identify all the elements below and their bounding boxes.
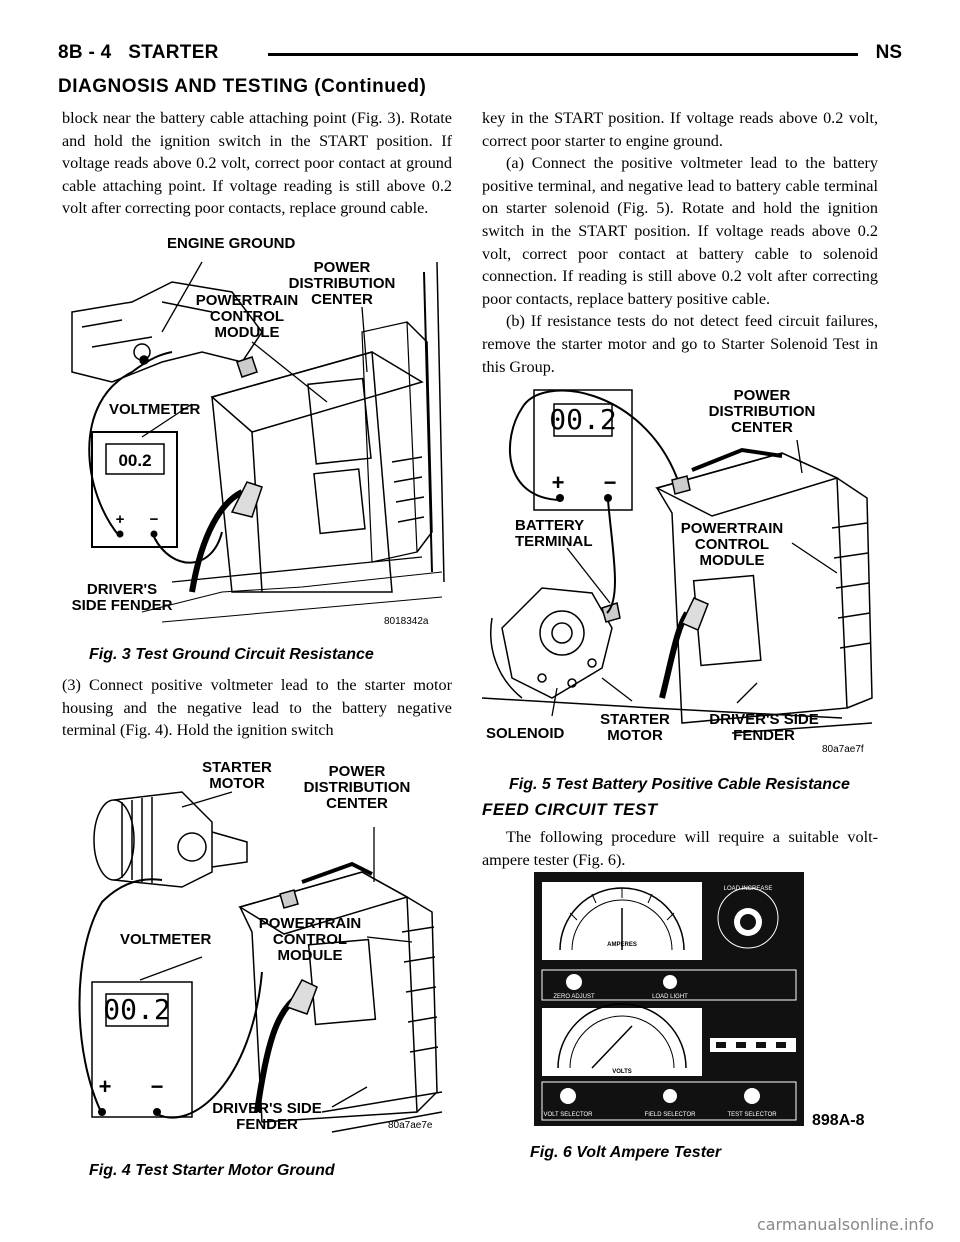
feed-circuit-text: The following procedure will require a s… <box>482 828 878 869</box>
figure-4: 00.2 + − STARTER MOTOR POWER DISTRIBUTIO… <box>62 752 450 1152</box>
fig4-code: 80a7ae7e <box>388 1120 433 1131</box>
fig4-label-fender-1: DRIVER'S SIDE <box>212 1100 321 1117</box>
figure-3-illustration: 00.2 + − ENGINE GROUND POWER DISTRIBUTIO… <box>71 235 445 627</box>
fig5-label-pcm-3: MODULE <box>700 552 765 569</box>
figure-5: 00.2 + − POWER DISTRIBUTION CENTER BATTE… <box>482 378 878 758</box>
fig5-label-pcm-1: POWERTRAIN <box>681 520 784 537</box>
fig3-label-engine-ground: ENGINE GROUND <box>167 235 296 252</box>
fig6-zero-adjust-label: ZERO ADJUST <box>553 994 595 1000</box>
fig3-label-fender-2: SIDE FENDER <box>72 597 173 614</box>
fig5-minus-label: − <box>604 470 617 495</box>
figure-5-caption: Fig. 5 Test Battery Positive Cable Resis… <box>509 776 850 793</box>
fig4-label-pcm-1: POWERTRAIN <box>259 915 362 932</box>
fig4-minus-label: − <box>151 1074 164 1099</box>
fig5-label-starter-2: MOTOR <box>607 727 663 744</box>
right-column: key in the START position. If voltage re… <box>482 107 878 378</box>
fig5-label-solenoid: SOLENOID <box>486 725 565 742</box>
fig4-label-pdc-1: POWER <box>329 763 386 780</box>
fig6-test-selector-label: TEST SELECTOR <box>727 1112 777 1118</box>
fig6-volts-label: VOLTS <box>612 1069 632 1075</box>
header-model: NS <box>875 42 902 63</box>
figure-6-illustration: AMPERES LOAD INCREASE ZERO ADJUST LOAD L… <box>534 872 865 1129</box>
fig5-label-starter-1: STARTER <box>600 711 670 728</box>
fig3-label-fender-1: DRIVER'S <box>87 581 157 598</box>
fig4-label-pdc-3: CENTER <box>326 795 388 812</box>
right-paragraph-2: (a) Connect the positive voltmeter lead … <box>482 154 878 308</box>
right-paragraph-1: key in the START position. If voltage re… <box>482 109 878 150</box>
fig3-label-voltmeter: VOLTMETER <box>109 401 201 418</box>
fig4-plus-label: + <box>99 1074 112 1099</box>
figure-3-caption: Fig. 3 Test Ground Circuit Resistance <box>89 646 374 663</box>
fig5-label-pdc-2: DISTRIBUTION <box>709 403 816 420</box>
left-paragraph-2: (3) Connect positive voltmeter lead to t… <box>62 676 452 740</box>
fig5-reading: 00.2 <box>549 403 616 436</box>
fig4-label-pcm-3: MODULE <box>278 947 343 964</box>
fig5-voltmeter: 00.2 + − <box>533 389 633 511</box>
fig6-volt-selector-label: VOLT SELECTOR <box>543 1112 593 1118</box>
fig3-label-pdc-1: POWER <box>314 259 371 276</box>
figure-4-caption: Fig. 4 Test Starter Motor Ground <box>89 1162 335 1179</box>
fig4-reading: 00.2 <box>103 993 170 1026</box>
fig6-amperes-label: AMPERES <box>607 942 637 948</box>
fig3-label-pcm-3: MODULE <box>215 324 280 341</box>
feed-circuit-heading: FEED CIRCUIT TEST <box>482 800 658 819</box>
fig5-label-fender-2: FENDER <box>733 727 795 744</box>
fig4-label-starter-1: STARTER <box>202 759 272 776</box>
fig6-load-increase-label: LOAD INCREASE <box>724 886 773 892</box>
fig3-label-pdc-3: CENTER <box>311 291 373 308</box>
figure-4-illustration: 00.2 + − STARTER MOTOR POWER DISTRIBUTIO… <box>78 759 443 1133</box>
header-rule <box>268 53 858 56</box>
fig3-minus-label: − <box>150 511 159 528</box>
fig5-label-pdc-1: POWER <box>734 387 791 404</box>
right-paragraph-3: (b) If resistance tests do not detect fe… <box>482 312 878 376</box>
fig5-label-pdc-3: CENTER <box>731 419 793 436</box>
figure-3: 00.2 + − ENGINE GROUND POWER DISTRIBUTIO… <box>62 232 450 632</box>
fig3-reading: 00.2 <box>118 451 151 470</box>
fig5-plus-label: + <box>552 470 565 495</box>
fig3-label-pdc-2: DISTRIBUTION <box>289 275 396 292</box>
fig5-label-pcm-2: CONTROL <box>695 536 769 553</box>
fig4-label-starter-2: MOTOR <box>209 775 265 792</box>
fig3-label-pcm-2: CONTROL <box>210 308 284 325</box>
fig5-label-fender-1: DRIVER'S SIDE <box>709 711 818 728</box>
fig5-label-battery-2: TERMINAL <box>515 533 593 550</box>
fig3-voltmeter: 00.2 + − <box>91 431 178 548</box>
header-chapter: STARTER <box>128 42 219 63</box>
fig5-code: 80a7ae7f <box>822 744 864 755</box>
fig6-load-light-label: LOAD LIGHT <box>652 994 688 1000</box>
fig3-code: 8018342a <box>384 616 429 627</box>
figure-6: AMPERES LOAD INCREASE ZERO ADJUST LOAD L… <box>482 868 878 1138</box>
page-header: 8B - 4 STARTER NS <box>58 42 902 68</box>
fig4-label-pcm-2: CONTROL <box>273 931 347 948</box>
left-column: block near the battery cable attaching p… <box>62 107 452 220</box>
fig4-label-fender-2: FENDER <box>236 1116 298 1133</box>
figure-6-caption: Fig. 6 Volt Ampere Tester <box>530 1144 722 1161</box>
left-paragraph-1: block near the battery cable attaching p… <box>62 109 452 218</box>
figure-5-illustration: 00.2 + − POWER DISTRIBUTION CENTER BATTE… <box>482 387 873 755</box>
fig5-label-battery-1: BATTERY <box>515 517 584 534</box>
fig4-label-pdc-2: DISTRIBUTION <box>304 779 411 796</box>
fig6-code: 898A-8 <box>812 1112 865 1129</box>
fig3-plus-label: + <box>116 511 125 528</box>
fig4-voltmeter: 00.2 + − <box>91 981 193 1118</box>
fig3-label-pcm-1: POWERTRAIN <box>196 292 299 309</box>
section-title: DIAGNOSIS AND TESTING (Continued) <box>58 76 427 97</box>
fig4-label-voltmeter: VOLTMETER <box>120 931 212 948</box>
watermark: carmanualsonline.info <box>756 1215 934 1234</box>
header-section: 8B - 4 STARTER <box>58 42 219 63</box>
fig6-field-selector-label: FIELD SELECTOR <box>645 1112 697 1118</box>
